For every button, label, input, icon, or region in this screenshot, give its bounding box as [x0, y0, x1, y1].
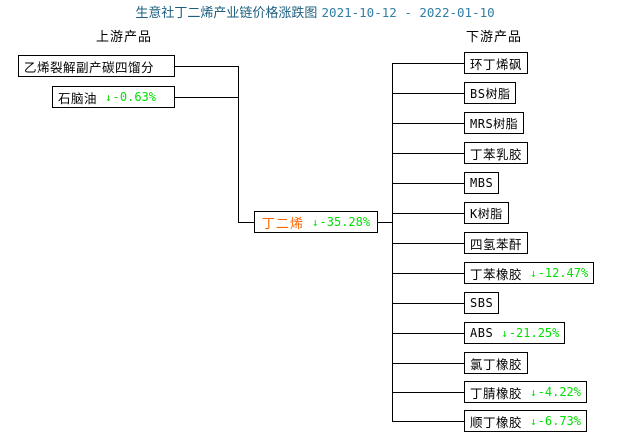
arrow-down-icon: ↓ [501, 327, 508, 340]
connector-upstream-1 [175, 97, 239, 98]
arrow-down-icon: ↓ [311, 216, 319, 229]
node-label: 丁二烯 [261, 216, 304, 232]
connector-upstream-0 [175, 66, 239, 67]
node-label: 顺丁橡胶 [470, 414, 523, 430]
page-title-main: 生意社丁二烯产业链价格涨跌图 [135, 6, 318, 21]
downstream-node[interactable]: BS树脂 [464, 82, 517, 104]
downstream-node[interactable]: 顺丁橡胶 ↓-6.73% [464, 410, 587, 432]
upstream-node[interactable]: 石脑油 ↓-0.63% [52, 86, 175, 108]
connector-downstream-8 [392, 303, 464, 304]
node-change-value: -21.25% [508, 326, 560, 340]
node-label: 乙烯裂解副产碳四馏分 [24, 59, 155, 75]
node-change-value: -12.47% [537, 266, 589, 280]
page-title-date-range: 2021-10-12 - 2022-01-10 [321, 5, 495, 20]
connector-downstream-10 [392, 363, 464, 364]
node-change: ↓-35.28% [312, 215, 370, 229]
connector-downstream-7 [392, 273, 464, 274]
node-change: ↓-6.73% [530, 414, 581, 428]
connector-hub-to-downstream [378, 222, 393, 223]
arrow-down-icon: ↓ [530, 415, 537, 428]
downstream-column-header: 下游产品 [466, 30, 523, 45]
downstream-node[interactable]: 丁苯橡胶 ↓-12.47% [464, 262, 595, 284]
node-label: SBS [470, 296, 494, 310]
node-change-value: -0.63% [112, 90, 156, 104]
hub-node-butadiene[interactable]: 丁二烯 ↓-35.28% [254, 211, 378, 233]
node-change: ↓-12.47% [530, 266, 588, 280]
node-change-value: -35.28% [319, 215, 371, 229]
node-label: 丁腈橡胶 [470, 385, 523, 401]
node-label: MBS [470, 176, 494, 190]
connector-downstream-11 [392, 392, 464, 393]
downstream-node[interactable]: MRS树脂 [464, 112, 525, 134]
node-change-value: -6.73% [537, 414, 581, 428]
connector-downstream-4 [392, 183, 464, 184]
connector-downstream-trunk [392, 63, 393, 421]
downstream-node[interactable]: 丁苯乳胶 [464, 142, 529, 164]
arrow-down-icon: ↓ [530, 386, 537, 399]
connector-downstream-2 [392, 123, 464, 124]
downstream-node[interactable]: SBS [464, 292, 500, 314]
node-change: ↓-0.63% [105, 90, 156, 104]
node-label: 丁苯乳胶 [470, 146, 523, 162]
connector-downstream-9 [392, 333, 464, 334]
arrow-down-icon: ↓ [530, 267, 537, 280]
arrow-down-icon: ↓ [105, 91, 112, 104]
connector-downstream-6 [392, 243, 464, 244]
connector-downstream-1 [392, 93, 464, 94]
node-label: 丁苯橡胶 [470, 266, 523, 282]
node-label: ABS [470, 326, 494, 340]
node-label: K树脂 [470, 206, 503, 221]
downstream-node[interactable]: MBS [464, 172, 500, 194]
connector-upstream-to-hub [238, 222, 255, 223]
downstream-node[interactable]: K树脂 [464, 202, 509, 224]
node-label: BS树脂 [470, 86, 511, 101]
downstream-node[interactable]: 氯丁橡胶 [464, 352, 529, 374]
node-change: ↓-4.22% [530, 385, 581, 399]
node-change: ↓-21.25% [501, 326, 559, 340]
node-label: 氯丁橡胶 [470, 356, 523, 372]
downstream-node[interactable]: 环丁烯砜 [464, 52, 529, 74]
node-label: 石脑油 [58, 90, 98, 106]
node-label: 环丁烯砜 [470, 56, 523, 72]
upstream-column-header: 上游产品 [96, 30, 153, 45]
connector-downstream-5 [392, 213, 464, 214]
connector-downstream-12 [392, 421, 464, 422]
connector-downstream-3 [392, 153, 464, 154]
downstream-node[interactable]: 四氢苯酐 [464, 232, 529, 254]
connector-downstream-0 [392, 63, 464, 64]
downstream-node[interactable]: ABS ↓-21.25% [464, 322, 566, 344]
connector-upstream-trunk [238, 66, 239, 223]
upstream-node[interactable]: 乙烯裂解副产碳四馏分 [18, 55, 175, 77]
downstream-node[interactable]: 丁腈橡胶 ↓-4.22% [464, 381, 587, 403]
node-label: MRS树脂 [470, 116, 519, 131]
node-change-value: -4.22% [537, 385, 581, 399]
page-title: 生意社丁二烯产业链价格涨跌图 2021-10-12 - 2022-01-10 [0, 5, 630, 22]
node-label: 四氢苯酐 [470, 236, 523, 252]
